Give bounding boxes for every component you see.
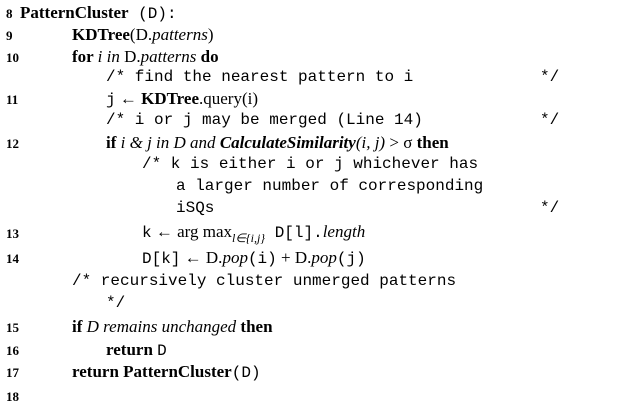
comment-text: /* i or j may be merged (Line 14) bbox=[106, 111, 423, 129]
keyword-for: for bbox=[72, 47, 98, 66]
keyword-then: then bbox=[240, 317, 273, 336]
comment-text: /* k is either i or j whichever has bbox=[142, 155, 479, 173]
function-args: (D) bbox=[231, 364, 261, 382]
comment-end: */ bbox=[540, 68, 560, 86]
pop-arg: (j) bbox=[336, 250, 366, 268]
plus-operator: + D. bbox=[276, 248, 312, 267]
line-number: 12 bbox=[6, 136, 19, 151]
method-call: .query(i) bbox=[199, 89, 259, 108]
line-number: 14 bbox=[6, 251, 19, 266]
comment-text: iSQs bbox=[176, 199, 215, 217]
condition: i & j in D and bbox=[120, 133, 220, 152]
function-name: CalculateSimilarity bbox=[219, 133, 356, 152]
line-number: 17 bbox=[6, 365, 19, 380]
pop-arg: (i) bbox=[247, 250, 277, 268]
argmax: ← arg max bbox=[151, 222, 233, 241]
keyword-then: then bbox=[416, 133, 449, 152]
comment-end: */ bbox=[540, 111, 560, 129]
comment-text: /* find the nearest pattern to i bbox=[106, 68, 414, 86]
comment-end: */ bbox=[106, 294, 126, 312]
function-name: PatternCluster bbox=[20, 3, 129, 22]
loop-var: i bbox=[97, 47, 103, 66]
indexed-object: D[l]. bbox=[265, 224, 323, 242]
arg-close: ) bbox=[207, 25, 214, 44]
collection-field: patterns bbox=[140, 47, 197, 66]
line-code: k ← arg maxl∈{i,j} D[l].length bbox=[142, 222, 366, 245]
object-field: length bbox=[322, 222, 366, 241]
line-number: 13 bbox=[6, 226, 19, 241]
keyword-return: return bbox=[72, 362, 124, 381]
function-args: (i, j) bbox=[355, 133, 386, 152]
comment-text: /* recursively cluster unmerged patterns bbox=[72, 272, 457, 290]
line-number: 8 bbox=[6, 6, 13, 21]
line-code: return PatternCluster(D) bbox=[72, 362, 261, 382]
arg-prefix: (D. bbox=[129, 25, 153, 44]
arg-field: patterns bbox=[152, 25, 208, 44]
assign-target: j bbox=[106, 91, 116, 109]
function-name: PatternCluster bbox=[123, 362, 232, 381]
function-name: KDTree bbox=[72, 25, 130, 44]
return-value: D bbox=[157, 342, 167, 360]
line-code: PatternCluster (D): bbox=[20, 3, 177, 23]
comparison: > σ bbox=[385, 133, 417, 152]
function-name: KDTree bbox=[141, 89, 200, 108]
comment-end: */ bbox=[540, 199, 560, 217]
line-code: if D remains unchanged then bbox=[72, 317, 273, 337]
line-code: j ← KDTree.query(i) bbox=[106, 89, 258, 109]
line-number: 9 bbox=[6, 28, 13, 43]
line-number: 18 bbox=[6, 389, 19, 404]
function-args: (D): bbox=[128, 5, 177, 23]
keyword-do: do bbox=[196, 47, 219, 66]
line-number: 10 bbox=[6, 50, 19, 65]
line-code: KDTree(D.patterns) bbox=[72, 25, 214, 45]
line-number: 16 bbox=[6, 343, 19, 358]
keyword-if: if bbox=[72, 317, 87, 336]
pop-method: pop bbox=[222, 248, 248, 267]
collection: D. bbox=[124, 47, 141, 66]
condition: D remains unchanged bbox=[86, 317, 241, 336]
line-code: for i in D.patterns do bbox=[72, 47, 219, 67]
assign-target: k bbox=[142, 224, 152, 242]
line-code: if i & j in D and CalculateSimilarity(i,… bbox=[106, 133, 449, 153]
assign-arrow: ← D. bbox=[180, 248, 223, 267]
line-code: return D bbox=[106, 340, 167, 360]
comment-text: a larger number of corresponding bbox=[176, 177, 484, 195]
assign-arrow: ← bbox=[115, 89, 142, 108]
pop-method: pop bbox=[311, 248, 337, 267]
keyword-if: if bbox=[106, 133, 121, 152]
line-code: D[k] ← D.pop(i) + D.pop(j) bbox=[142, 248, 366, 268]
assign-target: D[k] bbox=[142, 250, 181, 268]
argmax-subscript: l∈{i,j} bbox=[232, 231, 266, 245]
line-number: 11 bbox=[6, 92, 19, 107]
line-number: 15 bbox=[6, 320, 19, 335]
keyword-return: return bbox=[106, 340, 158, 359]
keyword-in: in bbox=[102, 47, 125, 66]
